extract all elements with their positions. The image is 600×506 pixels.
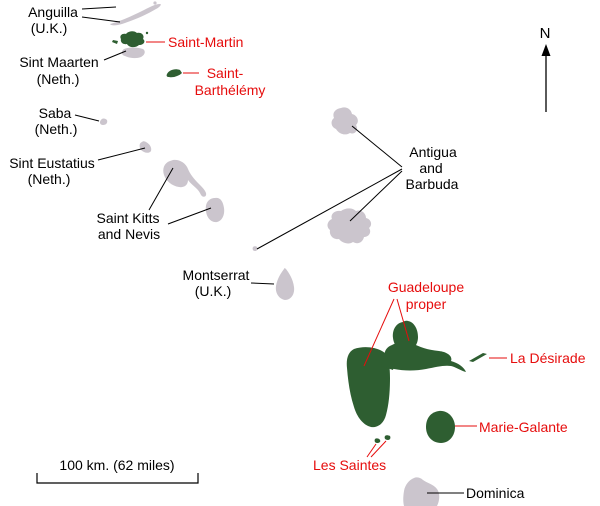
leader-saba <box>74 114 100 122</box>
island-saint-kitts <box>163 159 207 197</box>
label-anguilla-2: (U.K.) <box>31 20 68 36</box>
compass: N <box>540 25 551 112</box>
leader-guadeloupe-basse-terre <box>363 298 395 367</box>
label-saint-kitts-nevis: Saint Kitts <box>96 210 159 226</box>
island-saint-barthelemy <box>166 69 182 78</box>
leader-sint-maarten <box>103 50 127 61</box>
label-saint-kitts-nevis-2: and Nevis <box>98 226 160 242</box>
label-marie-galante: Marie-Galante <box>479 419 568 435</box>
labels-red: Saint-Martin Saint- Barthélémy Guadeloup… <box>168 34 586 473</box>
leader-les-saintes-2 <box>370 440 387 458</box>
label-antigua-barbuda-3: Barbuda <box>406 176 459 192</box>
labels-black: Anguilla (U.K.) Sint Maarten (Neth.) Sab… <box>9 4 524 501</box>
leader-sint-eustatius <box>97 147 146 161</box>
island-saint-martin-dot <box>145 31 149 35</box>
label-les-saintes: Les Saintes <box>313 457 386 473</box>
leader-antigua <box>349 170 403 222</box>
scale-bar-label: 100 km. (62 miles) <box>59 457 174 473</box>
leader-barbuda <box>351 125 403 168</box>
island-sint-maarten <box>121 47 145 59</box>
label-saint-barthelemy: Saint- <box>207 65 244 81</box>
island-nevis <box>205 197 225 223</box>
label-saint-barthelemy-2: Barthélémy <box>195 82 266 98</box>
island-grande-terre <box>375 341 466 372</box>
label-saint-martin: Saint-Martin <box>168 34 243 50</box>
island-montserrat <box>275 268 295 300</box>
island-les-saintes-west <box>374 438 381 443</box>
island-saint-martin <box>120 31 145 48</box>
north-arrow-head-icon <box>541 44 551 56</box>
leader-lines-red <box>146 41 507 458</box>
leader-montserrat <box>250 282 275 285</box>
label-saba-2: (Neth.) <box>35 121 78 137</box>
island-basse-terre <box>346 347 390 428</box>
leader-les-saintes-1 <box>366 443 377 458</box>
island-redonda <box>252 246 258 251</box>
label-sint-maarten-2: (Neth.) <box>37 71 80 87</box>
leader-redonda <box>256 168 403 250</box>
island-dominica <box>403 477 440 506</box>
label-la-desirade: La Désirade <box>510 350 586 366</box>
leader-anguilla-2 <box>81 16 121 23</box>
island-la-desirade <box>469 353 487 362</box>
label-dominica: Dominica <box>466 485 525 501</box>
leader-guadeloupe-grande-terre <box>396 298 410 342</box>
label-saba: Saba <box>39 105 72 121</box>
label-sint-eustatius-2: (Neth.) <box>28 171 71 187</box>
island-anguilla <box>110 4 161 26</box>
label-guadeloupe-proper: Guadeloupe <box>388 279 465 295</box>
scale-bar-bracket <box>36 473 199 484</box>
label-sint-maarten: Sint Maarten <box>19 54 98 70</box>
island-barbuda <box>331 107 358 135</box>
label-anguilla: Anguilla <box>28 4 78 20</box>
island-anguilla-islet <box>153 1 157 5</box>
island-sint-eustatius <box>139 141 152 153</box>
island-marie-galante <box>426 410 455 443</box>
leader-lines-black <box>74 6 464 494</box>
island-saba <box>99 118 108 125</box>
island-les-saintes-east <box>384 435 391 440</box>
scale-bar: 100 km. (62 miles) <box>36 457 199 484</box>
island-guadeloupe-isthmus <box>381 358 395 370</box>
label-sint-eustatius: Sint Eustatius <box>9 155 95 171</box>
label-guadeloupe-proper-2: proper <box>406 296 447 312</box>
island-saint-martin-islet <box>112 40 118 44</box>
islands-guadeloupe-group <box>112 31 487 443</box>
leader-nevis <box>167 207 212 225</box>
islands-other-group <box>99 1 440 506</box>
leader-anguilla-1 <box>81 6 117 10</box>
label-montserrat: Montserrat <box>183 267 250 283</box>
leader-saint-kitts <box>148 167 174 211</box>
label-antigua-barbuda-2: and <box>419 160 442 176</box>
label-montserrat-2: (U.K.) <box>195 283 232 299</box>
island-antigua <box>327 208 372 244</box>
compass-north-label: N <box>540 25 551 42</box>
label-antigua-barbuda: Antigua <box>409 144 457 160</box>
